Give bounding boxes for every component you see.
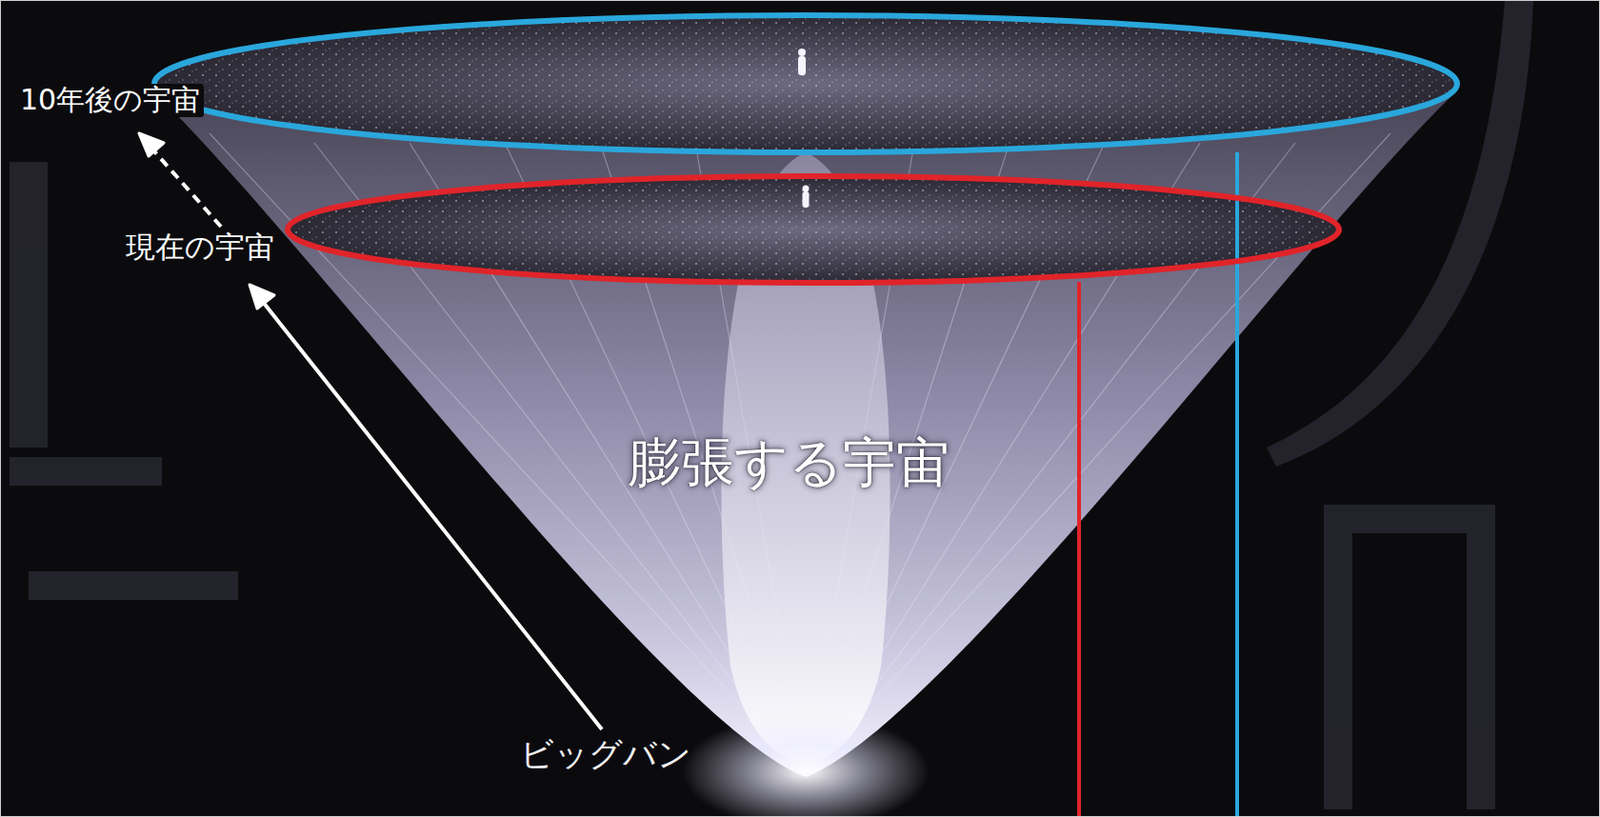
center-title-label: 膨張する宇宙 — [627, 432, 950, 494]
future-universe-ellipse — [154, 15, 1458, 153]
future-universe-label: 10年後の宇宙 — [16, 83, 204, 118]
future-disc — [154, 15, 1458, 153]
present-universe-label: 現在の宇宙 — [121, 230, 279, 265]
observer-figures — [798, 48, 810, 208]
watermark-shapes — [9, 0, 1534, 810]
expansion-cone — [157, 95, 1453, 778]
present-marker-line — [1077, 281, 1081, 817]
present-universe-ellipse — [287, 176, 1340, 283]
cone-rays — [209, 133, 1391, 776]
present-disc — [287, 176, 1340, 283]
future-marker-line — [1235, 152, 1240, 817]
big-bang-glow — [681, 714, 930, 817]
time-arrows — [139, 133, 602, 730]
big-bang-label: ビッグバン — [520, 735, 692, 774]
